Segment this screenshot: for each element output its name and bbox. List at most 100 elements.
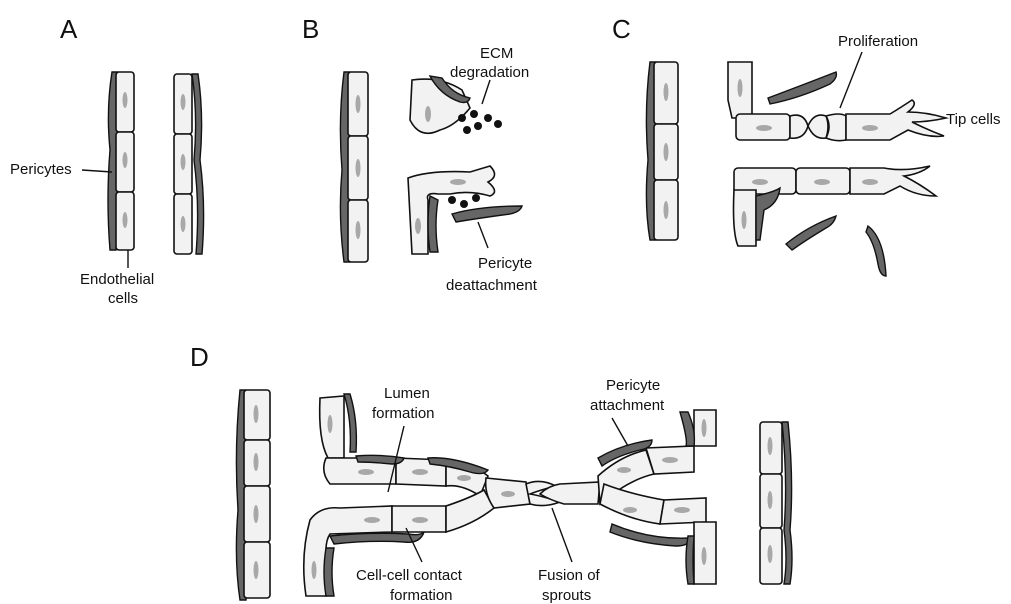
- nucleus: [328, 415, 333, 433]
- attachment-label-line1: Pericyte: [606, 377, 660, 394]
- pericyte: [782, 422, 792, 584]
- attachment-pointer: [612, 418, 628, 446]
- nucleus: [702, 419, 707, 437]
- ecm-particle: [463, 126, 471, 134]
- panel-b-vessel-wall: [340, 72, 368, 262]
- pericyte: [768, 72, 836, 104]
- nucleus: [412, 469, 428, 475]
- nucleus: [664, 143, 669, 161]
- endothelial-label-line2: cells: [108, 290, 138, 307]
- panel-a-letter: A: [60, 14, 78, 44]
- dividing-cell: [790, 115, 808, 138]
- panel-c: C Proliferation Tip cells: [612, 14, 1000, 276]
- panel-b-lower-sprout: [408, 166, 522, 254]
- ecm-particle: [494, 120, 502, 128]
- nucleus: [768, 437, 773, 455]
- nucleus: [356, 95, 361, 113]
- panel-d-letter: D: [190, 342, 209, 372]
- fusion-label-line1: Fusion of: [538, 567, 601, 584]
- nucleus: [501, 491, 515, 497]
- nucleus: [768, 545, 773, 563]
- panel-a-right-vessel: [174, 74, 204, 254]
- panel-a-left-vessel: [108, 72, 134, 250]
- ecm-particle: [460, 200, 468, 208]
- nucleus: [702, 547, 707, 565]
- panel-c-lower-branch: [734, 166, 937, 276]
- nucleus: [617, 467, 631, 473]
- nucleus: [457, 475, 471, 481]
- pericyte: [344, 394, 356, 452]
- pericyte-deattachment-line2: deattachment: [446, 277, 538, 294]
- nucleus: [425, 106, 431, 122]
- lumen-label-line1: Lumen: [384, 385, 430, 402]
- nucleus: [756, 125, 772, 131]
- pericyte: [610, 524, 690, 546]
- panel-b-letter: B: [302, 14, 319, 44]
- nucleus: [664, 83, 669, 101]
- nucleus: [664, 201, 669, 219]
- nucleus: [356, 221, 361, 239]
- fusion-pointer: [552, 508, 572, 562]
- nucleus: [412, 517, 428, 523]
- panel-d-fusion-region: [486, 478, 600, 508]
- nucleus: [415, 218, 421, 234]
- nucleus: [181, 154, 186, 170]
- dividing-cell: [808, 115, 828, 138]
- panel-d-right-sprout: [598, 410, 716, 584]
- endothelial-label-line1: Endothelial: [80, 271, 154, 288]
- panel-b: B ECM degradation: [302, 14, 538, 294]
- tip-cells-label: Tip cells: [946, 111, 1000, 128]
- endothelial-cell: [446, 490, 494, 532]
- proliferation-pointer: [840, 52, 862, 108]
- tip-cell: [846, 100, 946, 140]
- nucleus: [181, 216, 186, 232]
- pericyte: [680, 412, 694, 446]
- nucleus: [123, 92, 128, 108]
- contact-label-line2: formation: [390, 587, 453, 604]
- panel-d-right-vessel: [760, 422, 792, 584]
- ecm-particle: [474, 122, 482, 130]
- panel-c-letter: C: [612, 14, 631, 44]
- contact-label-line1: Cell-cell contact: [356, 567, 463, 584]
- nucleus: [254, 561, 259, 579]
- nucleus: [742, 211, 747, 229]
- nucleus: [862, 179, 878, 185]
- nucleus: [662, 457, 678, 463]
- fusion-label-line2: sprouts: [542, 587, 591, 604]
- ecm-particle: [472, 194, 480, 202]
- nucleus: [623, 507, 637, 513]
- nucleus: [862, 125, 878, 131]
- ecm-pointer: [482, 80, 490, 104]
- nucleus: [814, 179, 830, 185]
- panel-d-left-vessel: [236, 390, 270, 600]
- nucleus: [358, 469, 374, 475]
- nucleus: [254, 505, 259, 523]
- pericyte-deattachment-pointer: [478, 222, 488, 248]
- ecm-label-line1: ECM: [480, 45, 513, 62]
- pericyte: [324, 548, 334, 596]
- nucleus: [364, 517, 380, 523]
- pericyte-deattachment-line1: Pericyte: [478, 255, 532, 272]
- nucleus: [312, 561, 317, 579]
- nucleus: [356, 159, 361, 177]
- nucleus: [181, 94, 186, 110]
- ecm-label-line2: degradation: [450, 64, 529, 81]
- lumen-label-line2: formation: [372, 405, 435, 422]
- ecm-particle: [470, 110, 478, 118]
- nucleus: [450, 179, 466, 185]
- attachment-label-line2: attachment: [590, 397, 665, 414]
- nucleus: [674, 507, 690, 513]
- panel-c-upper-branch: [728, 62, 946, 141]
- contact-pointer: [406, 528, 422, 562]
- panel-d: D: [190, 342, 792, 604]
- panel-c-vessel-wall: [646, 62, 678, 240]
- proliferation-label: Proliferation: [838, 33, 918, 50]
- pericyte: [686, 536, 694, 584]
- detached-pericyte: [452, 206, 522, 222]
- nucleus: [752, 179, 768, 185]
- nucleus: [254, 405, 259, 423]
- nucleus: [768, 491, 773, 509]
- pericytes-pointer: [82, 170, 112, 172]
- detached-pericyte: [786, 216, 836, 250]
